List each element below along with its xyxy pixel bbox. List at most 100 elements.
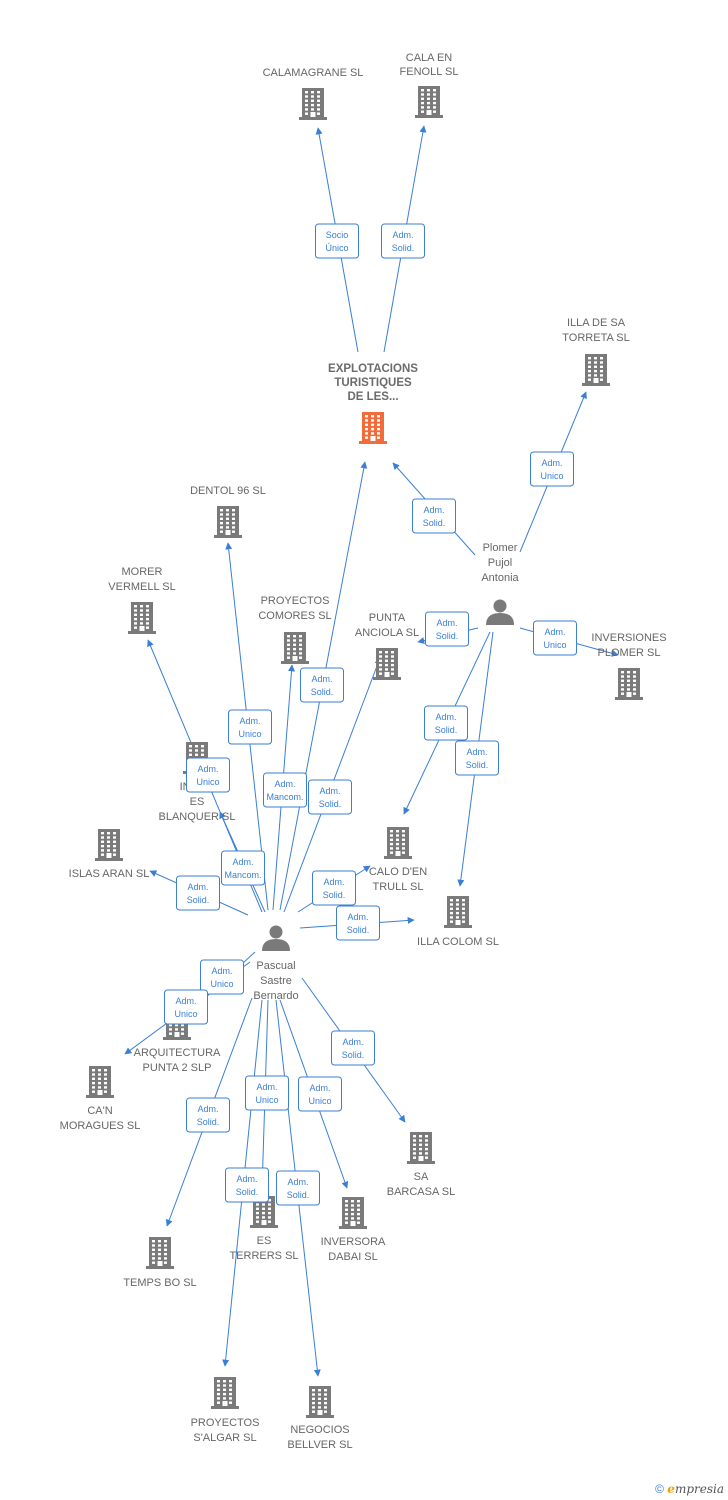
edge-label-box[interactable]: Adm.Unico: [186, 757, 230, 793]
node-label: INVERSORA: [321, 1236, 386, 1248]
edge-label-text: Solid.: [435, 725, 458, 735]
brand-logo-e: e: [667, 1482, 675, 1496]
edge-label-box[interactable]: Adm.Solid.: [425, 611, 469, 647]
building-icon: [339, 1197, 367, 1229]
edge-label-text: Adm.: [175, 996, 196, 1006]
edge-label-box[interactable]: Adm. Unico: [298, 1076, 342, 1112]
node-label: CALO D'EN: [369, 866, 427, 878]
building-icon: [214, 506, 242, 538]
building-icon: [582, 354, 610, 386]
building-icon: [415, 86, 443, 118]
edge-label-text: Adm.: [197, 1104, 218, 1114]
edge-label-box[interactable]: Adm. Solid.: [424, 705, 468, 741]
node-calodentrull[interactable]: CALO D'EN TRULL SL: [369, 827, 427, 893]
node-label: Antonia: [481, 572, 519, 584]
edge-label-text: Solid.: [466, 760, 489, 770]
edge-label-text: Adm.: [466, 747, 487, 757]
node-calamagrane[interactable]: CALAMAGRANE SL: [263, 67, 364, 120]
edge-label-text: Adm.: [319, 786, 340, 796]
edge-label-box[interactable]: Adm.Solid.: [412, 498, 456, 534]
edge-label-text: Adm.: [392, 230, 413, 240]
edge-label-text: Solid.: [323, 890, 346, 900]
edge-label-text: Adm.: [187, 882, 208, 892]
edge-label-text: Adm.: [541, 458, 562, 468]
edge-label-text: Adm.: [309, 1083, 330, 1093]
edge-label-text: Unico: [196, 777, 219, 787]
node-label: DENTOL 96 SL: [190, 485, 266, 497]
edge-label-box[interactable]: Adm.Solid.: [176, 875, 220, 911]
node-label: PLOMER SL: [598, 647, 661, 659]
edge-label-box[interactable]: Adm. Solid.: [381, 223, 425, 259]
edge-label-box[interactable]: Adm.Unico: [533, 620, 577, 656]
node-label: BLANQUER SL: [158, 811, 235, 823]
edge-label-box[interactable]: Adm.Solid.: [312, 870, 356, 906]
edge-label-text: Solid.: [236, 1187, 259, 1197]
node-label: BELLVER SL: [287, 1439, 352, 1451]
edge-label-box[interactable]: Adm.Solid.: [225, 1167, 269, 1203]
brand-logo-text: mpresia: [674, 1482, 724, 1496]
edge-label-text: Unico: [540, 471, 563, 481]
node-inversionesplomer[interactable]: INVERSIONES PLOMER SL: [591, 632, 667, 700]
edge-label-box[interactable]: Adm.Mancom.: [263, 772, 307, 808]
building-icon: [250, 1196, 278, 1228]
person-icon: [262, 925, 290, 951]
edge-label-box[interactable]: Adm.Mancom.: [221, 850, 265, 886]
edge-label-text: Solid.: [392, 243, 415, 253]
node-dentol[interactable]: DENTOL 96 SL: [190, 485, 266, 538]
edge-label-text: Adm.: [347, 912, 368, 922]
edge-label-box[interactable]: Adm.Solid.: [331, 1030, 375, 1066]
edge-label-box[interactable]: Adm. Solid.: [455, 740, 499, 776]
node-label: VERMELL SL: [108, 581, 175, 593]
building-icon: [281, 632, 309, 664]
edge-label-box[interactable]: Adm.Solid.: [308, 779, 352, 815]
edge-label-box[interactable]: Adm. Unico: [530, 451, 574, 487]
node-illacolom[interactable]: ILLA COLOM SL: [417, 896, 499, 948]
node-label: INVERSIONES: [591, 632, 666, 644]
node-label: BARCASA SL: [387, 1186, 455, 1198]
edge-label-box[interactable]: Adm.Solid.: [186, 1097, 230, 1133]
node-islasaran[interactable]: ISLAS ARAN SL: [69, 829, 150, 880]
edge-label-box[interactable]: Adm.Unico: [228, 709, 272, 745]
building-icon: [211, 1377, 239, 1409]
edge-label-text: Adm.: [287, 1177, 308, 1187]
node-label: ANCIOLA SL: [355, 627, 419, 639]
edge-label-box[interactable]: Adm.Solid.: [336, 905, 380, 941]
node-label: TRULL SL: [373, 881, 424, 893]
edge-label-text: Adm.: [435, 712, 456, 722]
node-tempsbo[interactable]: TEMPS BO SL: [123, 1237, 197, 1289]
building-icon: [299, 88, 327, 120]
edge-label-text: Socio: [326, 230, 349, 240]
edge-label-box[interactable]: Adm.Unico: [164, 989, 208, 1025]
edge-label-box[interactable]: Adm. Solid.: [276, 1170, 320, 1206]
edge-label-box[interactable]: Adm.Solid.: [300, 667, 344, 703]
edge-label-text: Adm.: [239, 716, 260, 726]
node-label: S'ALGAR SL: [193, 1432, 256, 1444]
node-label: PROYECTOS: [261, 595, 330, 607]
node-label: CALA EN: [406, 52, 453, 64]
edge-labels-layer: SocioÚnicoAdm.Solid.Adm.UnicoAdm.Solid.A…: [164, 223, 577, 1206]
node-label: NEGOCIOS: [290, 1424, 349, 1436]
node-negociosbellver[interactable]: NEGOCIOS BELLVER SL: [287, 1386, 353, 1451]
edge-label-text: Unico: [308, 1096, 331, 1106]
node-label: DE LES...: [347, 391, 398, 403]
building-icon: [373, 648, 401, 680]
edge-label-text: Solid.: [287, 1190, 310, 1200]
edge-label-box[interactable]: Adm.Unico: [245, 1075, 289, 1111]
edge-label-text: Solid.: [423, 518, 446, 528]
edge-label-box[interactable]: Adm.Unico: [200, 959, 244, 995]
edge-label-text: Adm.: [311, 674, 332, 684]
